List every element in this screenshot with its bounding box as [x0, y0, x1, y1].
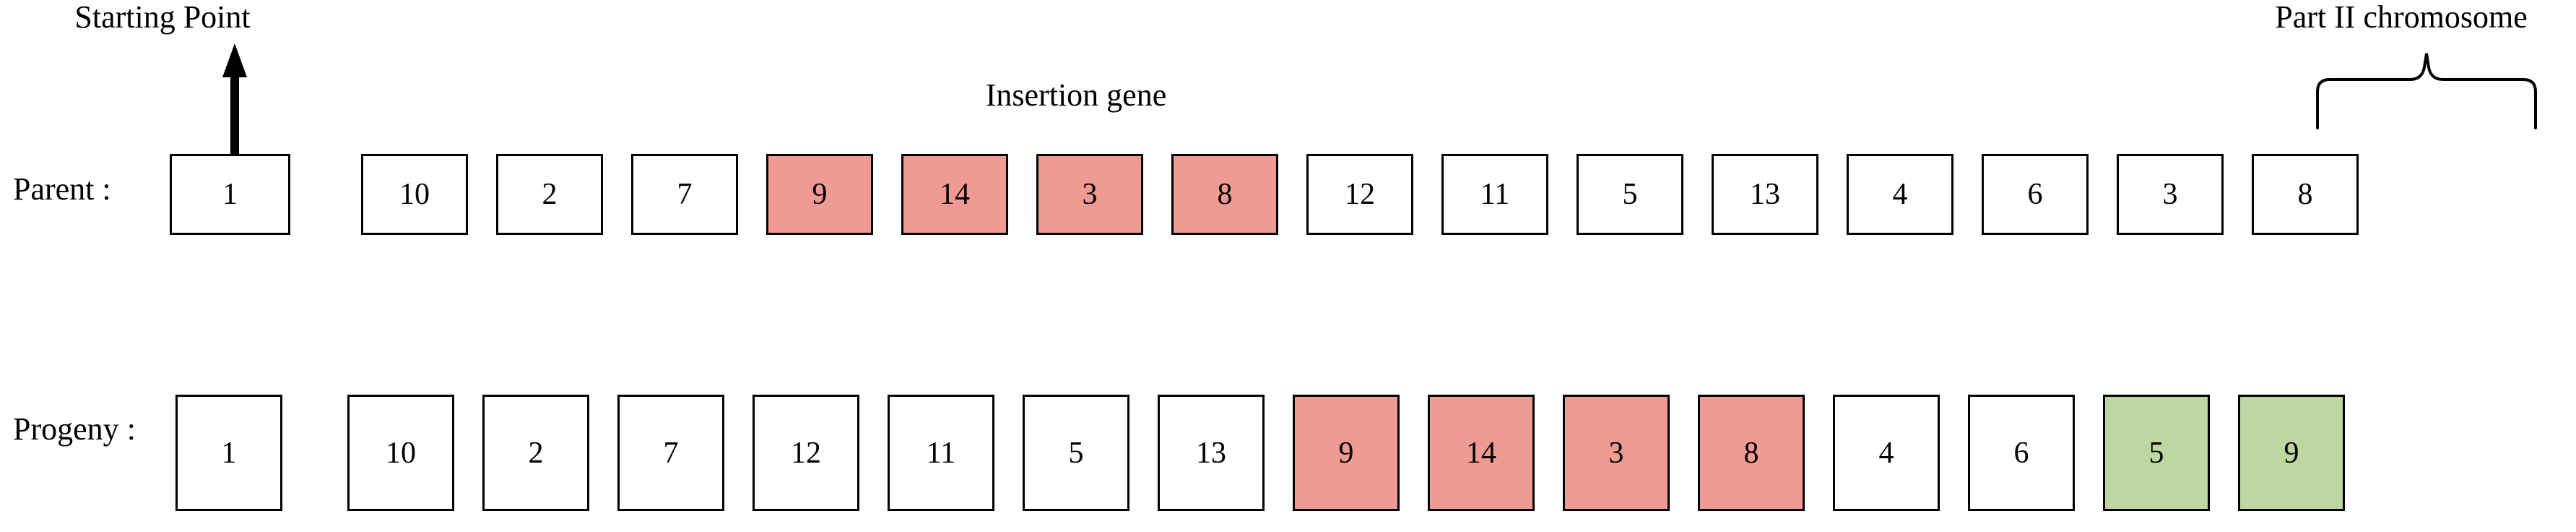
- gene-box-progeny-10[interactable]: 3: [1563, 395, 1670, 511]
- gene-value: 7: [677, 178, 693, 211]
- gene-box-progeny-15[interactable]: 9: [2238, 395, 2345, 511]
- gene-box-progeny-0[interactable]: 1: [175, 395, 282, 511]
- gene-box-parent-1[interactable]: 10: [361, 154, 468, 235]
- gene-box-parent-7[interactable]: 8: [1171, 154, 1278, 235]
- gene-value: 3: [1608, 436, 1624, 470]
- gene-value: 1: [221, 436, 237, 470]
- gene-value: 11: [926, 436, 956, 470]
- gene-value: 1: [222, 178, 238, 211]
- gene-value: 6: [2013, 436, 2029, 470]
- gene-value: 2: [542, 178, 558, 211]
- gene-value: 14: [1466, 436, 1496, 470]
- row-label-parent: Parent :: [13, 171, 111, 207]
- gene-value: 9: [1338, 436, 1354, 470]
- gene-value: 4: [1892, 178, 1908, 211]
- gene-value: 8: [1217, 178, 1233, 211]
- gene-box-progeny-7[interactable]: 13: [1158, 395, 1265, 511]
- gene-value: 5: [1622, 178, 1638, 211]
- gene-value: 9: [2284, 436, 2299, 470]
- gene-box-parent-10[interactable]: 5: [1577, 154, 1683, 235]
- gene-box-parent-4[interactable]: 9: [766, 154, 873, 235]
- gene-value: 13: [1196, 436, 1226, 470]
- gene-box-progeny-13[interactable]: 6: [1968, 395, 2075, 511]
- gene-box-progeny-2[interactable]: 2: [482, 395, 589, 511]
- starting-point-label: Starting Point: [74, 0, 251, 35]
- gene-value: 7: [663, 436, 679, 470]
- gene-value: 11: [1480, 178, 1510, 211]
- gene-value: 13: [1750, 178, 1780, 211]
- gene-box-parent-11[interactable]: 13: [1712, 154, 1818, 235]
- gene-box-progeny-4[interactable]: 12: [753, 395, 859, 511]
- gene-value: 5: [1068, 436, 1084, 470]
- gene-box-parent-0[interactable]: 1: [170, 154, 290, 235]
- gene-value: 3: [2162, 178, 2178, 211]
- gene-box-parent-15[interactable]: 8: [2252, 154, 2359, 235]
- row-label-progeny: Progeny :: [13, 411, 136, 447]
- gene-value: 12: [791, 436, 821, 470]
- part-ii-chromosome-brace: [2315, 52, 2538, 129]
- gene-box-parent-3[interactable]: 7: [631, 154, 738, 235]
- gene-box-progeny-11[interactable]: 8: [1698, 395, 1805, 511]
- gene-value: 2: [528, 436, 544, 470]
- gene-value: 4: [1878, 436, 1894, 470]
- gene-box-progeny-6[interactable]: 5: [1023, 395, 1129, 511]
- gene-box-progeny-5[interactable]: 11: [888, 395, 994, 511]
- gene-value: 5: [2148, 436, 2164, 470]
- gene-value: 10: [386, 436, 416, 470]
- gene-value: 8: [1743, 436, 1759, 470]
- gene-box-parent-13[interactable]: 6: [1982, 154, 2089, 235]
- gene-box-parent-5[interactable]: 14: [901, 154, 1008, 235]
- gene-box-progeny-1[interactable]: 10: [347, 395, 454, 511]
- starting-point-arrow: [213, 43, 256, 155]
- insertion-gene-label: Insertion gene: [985, 77, 1167, 113]
- gene-box-progeny-12[interactable]: 4: [1833, 395, 1940, 511]
- gene-value: 14: [940, 178, 970, 211]
- gene-value: 6: [2027, 178, 2043, 211]
- gene-box-parent-9[interactable]: 11: [1441, 154, 1548, 235]
- gene-value: 3: [1082, 178, 1098, 211]
- gene-box-parent-6[interactable]: 3: [1036, 154, 1143, 235]
- gene-value: 10: [399, 178, 430, 211]
- gene-box-progeny-14[interactable]: 5: [2103, 395, 2210, 511]
- gene-box-parent-12[interactable]: 4: [1847, 154, 1953, 235]
- gene-value: 12: [1345, 178, 1375, 211]
- gene-box-parent-2[interactable]: 2: [496, 154, 603, 235]
- gene-box-parent-8[interactable]: 12: [1306, 154, 1413, 235]
- gene-box-progeny-8[interactable]: 9: [1293, 395, 1400, 511]
- gene-box-progeny-9[interactable]: 14: [1428, 395, 1535, 511]
- gene-box-progeny-3[interactable]: 7: [617, 395, 724, 511]
- part-ii-chromosome-label: Part II chromosome: [2275, 0, 2528, 35]
- gene-value: 8: [2297, 178, 2313, 211]
- gene-box-parent-14[interactable]: 3: [2117, 154, 2224, 235]
- gene-value: 9: [812, 178, 828, 211]
